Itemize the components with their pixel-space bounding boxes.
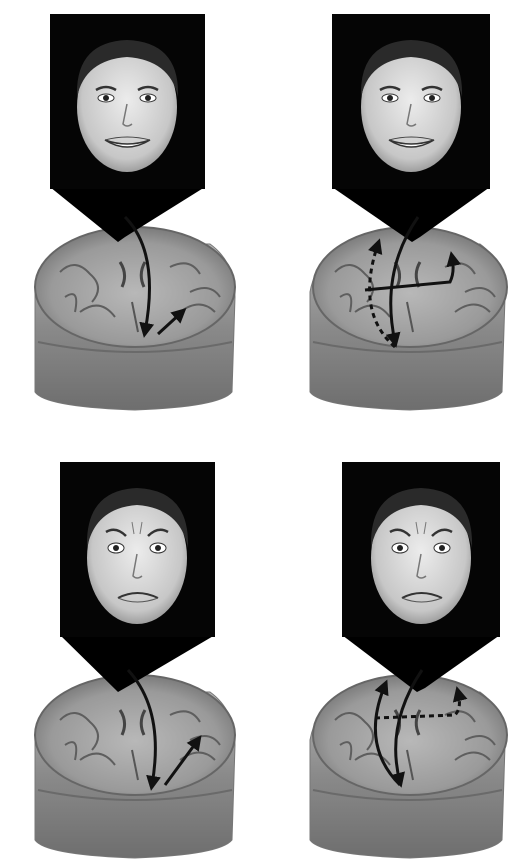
brain-slice xyxy=(35,227,235,347)
brain-slice xyxy=(35,675,235,795)
callout-wedge xyxy=(332,187,490,242)
panel-fearful-multiple xyxy=(300,460,520,860)
face-photo-fearful xyxy=(342,462,500,637)
face-photo-happy xyxy=(50,14,205,189)
face-photo-happy xyxy=(332,14,490,189)
face-photo-fearful xyxy=(60,462,215,637)
panel-happy-single xyxy=(20,12,250,412)
panel-happy-multiple xyxy=(300,12,520,412)
panel-fearful-single xyxy=(20,460,250,860)
